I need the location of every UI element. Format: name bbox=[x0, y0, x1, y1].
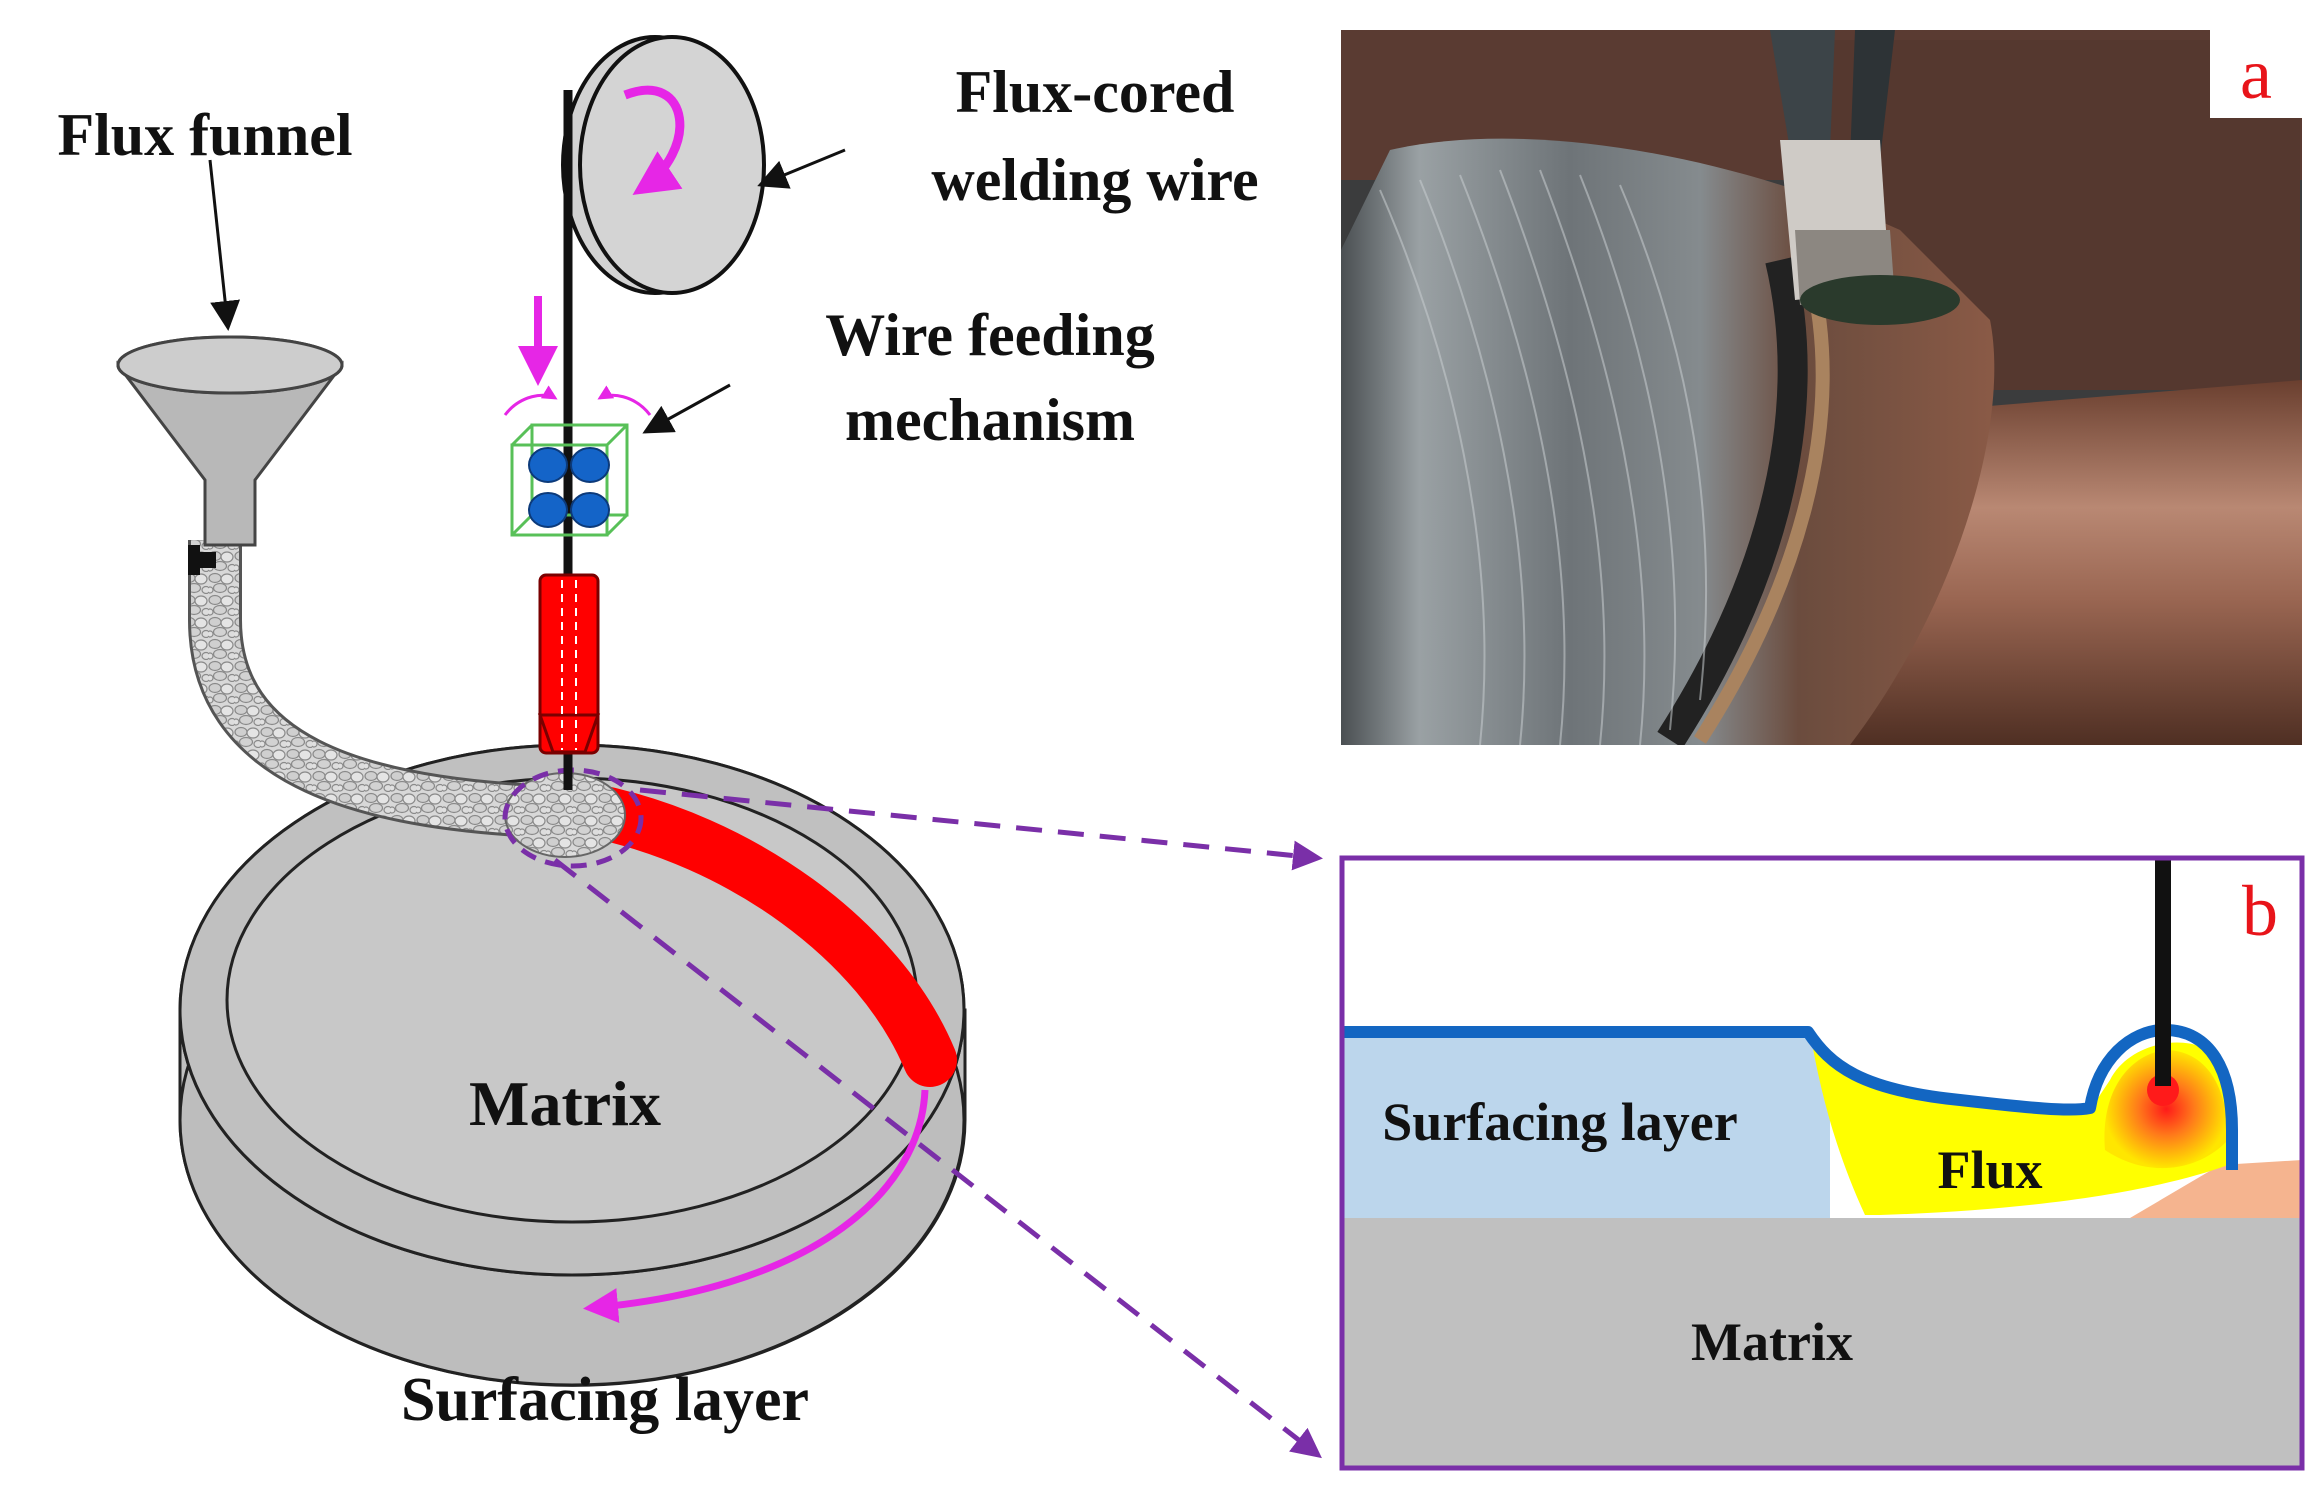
panel-a-label-bg bbox=[2210, 30, 2302, 118]
contact-tip bbox=[537, 573, 601, 755]
panel-a-label: a bbox=[2240, 34, 2272, 114]
inset-border bbox=[1339, 855, 2305, 1471]
feed-label-line1: Wire feeding bbox=[825, 302, 1154, 368]
inset-slag-line bbox=[1342, 1024, 2238, 1170]
inset-surfacing-region bbox=[1342, 1030, 1830, 1218]
matrix-label: Matrix bbox=[469, 1068, 661, 1139]
wire-spool bbox=[561, 35, 766, 295]
inset-flux-label: Flux bbox=[1937, 1140, 2042, 1200]
flux-funnel-label: Flux funnel bbox=[57, 102, 352, 168]
flux-hose bbox=[188, 540, 522, 837]
wire-leader bbox=[757, 148, 846, 189]
wire-label-line1: Flux-cored bbox=[956, 59, 1235, 125]
weld-bead bbox=[563, 783, 957, 1087]
inset-matrix-label: Matrix bbox=[1691, 1312, 1853, 1372]
panel-b-label: b bbox=[2242, 871, 2278, 951]
spool-rotation-icon bbox=[623, 85, 685, 195]
inset-panel-b: Surfacing layer Flux Matrix bbox=[1339, 855, 2305, 1471]
inset-molten-pool bbox=[2104, 1050, 2228, 1169]
flux-funnel-leader bbox=[208, 159, 241, 331]
photo-panel-a bbox=[1341, 30, 2302, 745]
travel-direction-arrow bbox=[583, 1089, 929, 1324]
inset-matrix-region bbox=[1342, 1218, 2302, 1468]
inset-base-metal bbox=[2130, 1160, 2302, 1218]
inset-leader-bottom bbox=[553, 858, 1322, 1459]
inset-leader-top bbox=[639, 787, 1323, 871]
flux-funnel bbox=[116, 335, 344, 575]
inset-surfacing-label: Surfacing layer bbox=[1382, 1092, 1737, 1152]
feed-leader bbox=[642, 383, 731, 434]
wire-label-line2: welding wire bbox=[931, 147, 1258, 213]
surfacing-layer-label: Surfacing layer bbox=[401, 1366, 809, 1434]
wire-feeding-rollers bbox=[503, 385, 652, 537]
feed-label-line2: mechanism bbox=[845, 387, 1135, 453]
weld-zone-highlight bbox=[502, 767, 644, 869]
